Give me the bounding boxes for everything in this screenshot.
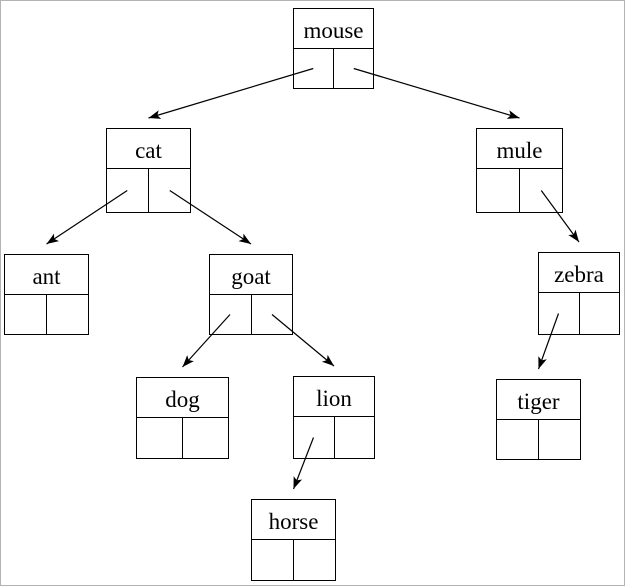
- left-pointer-cell: [210, 295, 252, 334]
- pointer-cells: [539, 293, 619, 334]
- pointer-cells: [252, 540, 335, 580]
- right-pointer-cell: [47, 295, 88, 334]
- node-label-horse: horse: [252, 500, 335, 540]
- pointer-cells: [497, 420, 580, 459]
- right-pointer-cell: [580, 293, 620, 334]
- pointer-cells: [137, 418, 228, 458]
- tree-node-zebra: zebra: [538, 252, 620, 335]
- left-pointer-cell: [137, 418, 183, 458]
- node-label-cat: cat: [107, 129, 190, 169]
- node-label-mule: mule: [477, 129, 562, 169]
- edge-mouse-mule: [353, 67, 520, 119]
- left-pointer-cell: [477, 169, 520, 212]
- tree-node-dog: dog: [136, 377, 229, 459]
- right-pointer-cell: [334, 49, 373, 88]
- pointer-cells: [107, 169, 190, 212]
- edge-mouse-cat: [148, 67, 314, 119]
- right-pointer-cell: [539, 420, 580, 459]
- right-pointer-cell: [335, 417, 375, 458]
- left-pointer-cell: [107, 169, 149, 212]
- tree-node-lion: lion: [293, 376, 375, 459]
- right-pointer-cell: [183, 418, 228, 458]
- node-label-dog: dog: [137, 378, 228, 418]
- pointer-cells: [477, 169, 562, 212]
- pointer-cells: [210, 295, 292, 334]
- left-pointer-cell: [294, 49, 334, 88]
- right-pointer-cell: [294, 540, 335, 580]
- pointer-cells: [5, 295, 88, 334]
- tree-node-horse: horse: [251, 499, 336, 581]
- left-pointer-cell: [252, 540, 294, 580]
- tree-node-tiger: tiger: [496, 379, 581, 460]
- tree-node-goat: goat: [209, 254, 293, 335]
- left-pointer-cell: [539, 293, 580, 334]
- pointer-cells: [294, 417, 374, 458]
- left-pointer-cell: [497, 420, 539, 459]
- pointer-cells: [294, 49, 373, 88]
- node-label-mouse: mouse: [294, 9, 373, 49]
- tree-node-mule: mule: [476, 128, 563, 213]
- node-label-lion: lion: [294, 377, 374, 417]
- right-pointer-cell: [520, 169, 562, 212]
- right-pointer-cell: [149, 169, 190, 212]
- node-label-ant: ant: [5, 255, 88, 295]
- right-pointer-cell: [252, 295, 293, 334]
- left-pointer-cell: [294, 417, 335, 458]
- node-label-zebra: zebra: [539, 253, 619, 293]
- tree-node-cat: cat: [106, 128, 191, 213]
- left-pointer-cell: [5, 295, 47, 334]
- tree-node-ant: ant: [4, 254, 89, 335]
- node-label-tiger: tiger: [497, 380, 580, 420]
- tree-node-mouse: mouse: [293, 8, 374, 89]
- node-label-goat: goat: [210, 255, 292, 295]
